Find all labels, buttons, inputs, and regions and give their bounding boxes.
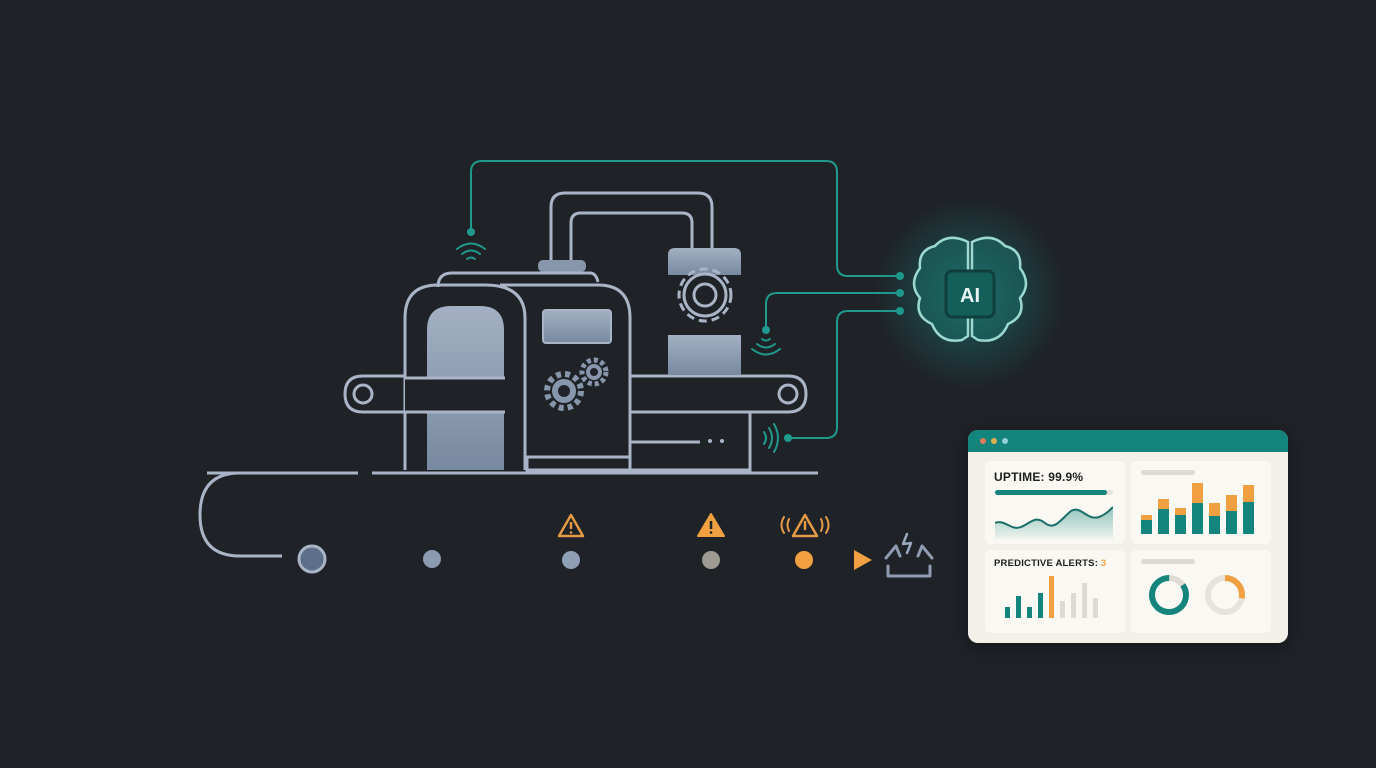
timeline-node — [702, 551, 720, 569]
dashboard-window: UPTIME: 99.9% PREDICTIVE ALERTS: 3 — [968, 430, 1288, 643]
warning-alarm-icon — [780, 513, 830, 538]
uptime-progress — [995, 490, 1113, 495]
alerts-count: 3 — [1100, 558, 1107, 569]
gear-icon — [544, 371, 584, 411]
timeline-node — [795, 551, 813, 569]
uptime-line-chart — [995, 506, 1113, 539]
alerts-label: PREDICTIVE ALERTS: 3 — [994, 558, 1107, 569]
failure-timeline — [198, 471, 872, 574]
timeline-node — [297, 544, 327, 574]
timeline-node — [423, 550, 441, 568]
gear-icon — [677, 267, 733, 323]
ai-chip: AI — [944, 269, 996, 319]
warning-filled-icon — [697, 513, 725, 537]
card-title-placeholder — [1141, 559, 1195, 564]
ai-label: AI — [960, 285, 980, 307]
wifi-signal-icon — [751, 338, 781, 356]
broken-machine-icon — [884, 532, 934, 578]
gear-icon — [579, 357, 609, 387]
sensor-wires — [470, 160, 900, 439]
alerts-card: PREDICTIVE ALERTS: 3 — [985, 550, 1125, 633]
industrial-machine — [207, 191, 818, 475]
uptime-card: UPTIME: 99.9% — [985, 461, 1125, 544]
window-dot-yellow[interactable] — [991, 438, 997, 444]
warning-outline-icon — [557, 513, 585, 538]
window-dot-red[interactable] — [980, 438, 986, 444]
donut-card — [1131, 550, 1271, 633]
stacked-bar-chart — [1141, 483, 1254, 534]
wifi-signal-icon — [456, 242, 486, 260]
uptime-label: UPTIME: 99.9% — [994, 470, 1084, 484]
dashboard-titlebar — [968, 430, 1288, 452]
machine-panels — [405, 248, 741, 470]
arrow-head — [854, 550, 872, 570]
donut-charts — [1149, 575, 1245, 615]
card-title-placeholder — [1141, 470, 1195, 475]
stacked-bar-card — [1131, 461, 1271, 544]
vibration-signal-icon — [763, 423, 779, 453]
window-dot-blue[interactable] — [1002, 438, 1008, 444]
timeline-node — [562, 551, 580, 569]
alerts-bar-chart — [1005, 576, 1098, 618]
